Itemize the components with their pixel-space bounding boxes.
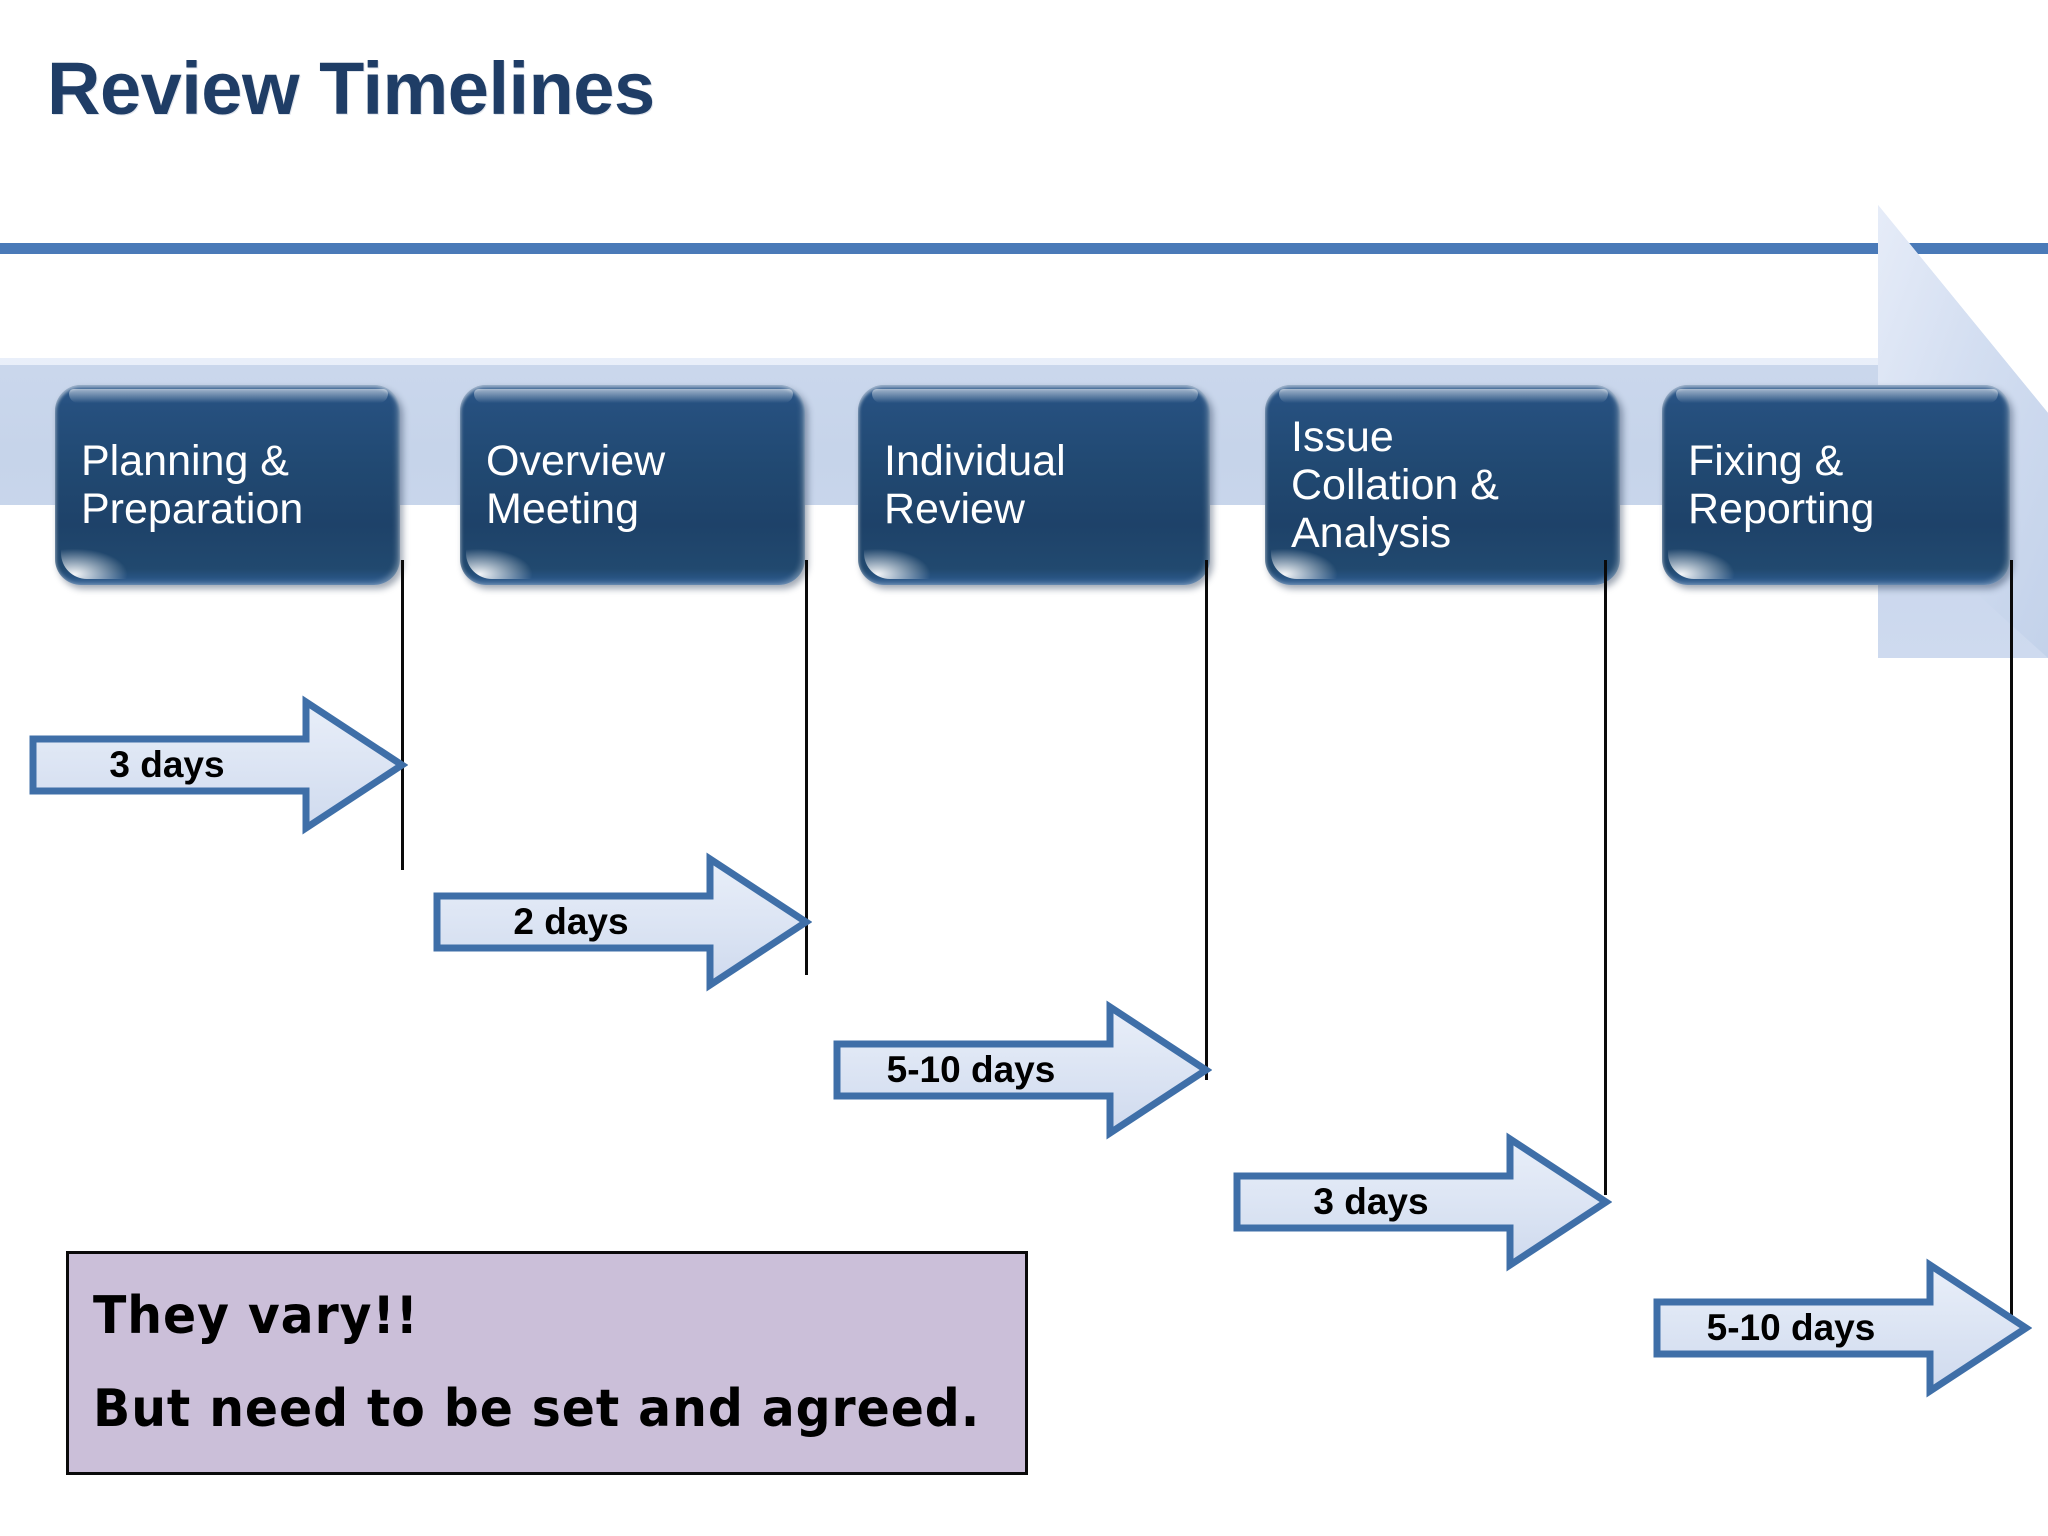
connector-line-4 xyxy=(1604,560,1607,1195)
phase-label: Individual Review xyxy=(884,436,1066,533)
phase-label: Planning & Preparation xyxy=(81,436,304,533)
arrow-shape xyxy=(29,695,408,835)
phase-label: Overview Meeting xyxy=(486,436,666,533)
page-title: Review Timelines xyxy=(47,47,655,130)
connector-line-3 xyxy=(1205,560,1208,1080)
note-line-2: But need to be set and agreed. xyxy=(93,1379,981,1439)
note-line-1: They vary!! xyxy=(93,1286,419,1346)
arrow-shape xyxy=(833,1000,1212,1140)
note-callout: They vary!! But need to be set and agree… xyxy=(66,1251,1028,1475)
phase-box-issue-collation-analysis[interactable]: Issue Collation & Analysis xyxy=(1265,385,1620,585)
phase-label: Issue Collation & Analysis xyxy=(1291,412,1499,558)
phase-box-fixing-reporting[interactable]: Fixing & Reporting xyxy=(1662,385,2010,585)
connector-line-5 xyxy=(2010,560,2013,1315)
arrow-shape xyxy=(1653,1258,2032,1398)
phase-box-individual-review[interactable]: Individual Review xyxy=(858,385,1210,585)
duration-arrow-1[interactable]: 3 days xyxy=(28,695,408,835)
connector-line-2 xyxy=(805,560,808,975)
arrow-shape xyxy=(1233,1132,1612,1272)
phase-box-planning-preparation[interactable]: Planning & Preparation xyxy=(55,385,400,585)
phase-box-overview-meeting[interactable]: Overview Meeting xyxy=(460,385,805,585)
duration-arrow-4[interactable]: 3 days xyxy=(1232,1132,1612,1272)
duration-arrow-2[interactable]: 2 days xyxy=(432,852,812,992)
duration-arrow-3[interactable]: 5-10 days xyxy=(832,1000,1212,1140)
connector-line-1 xyxy=(401,560,404,870)
duration-arrow-5[interactable]: 5-10 days xyxy=(1652,1258,2032,1398)
title-divider xyxy=(0,243,2048,254)
phase-label: Fixing & Reporting xyxy=(1688,436,1875,533)
arrow-shape xyxy=(433,852,812,992)
